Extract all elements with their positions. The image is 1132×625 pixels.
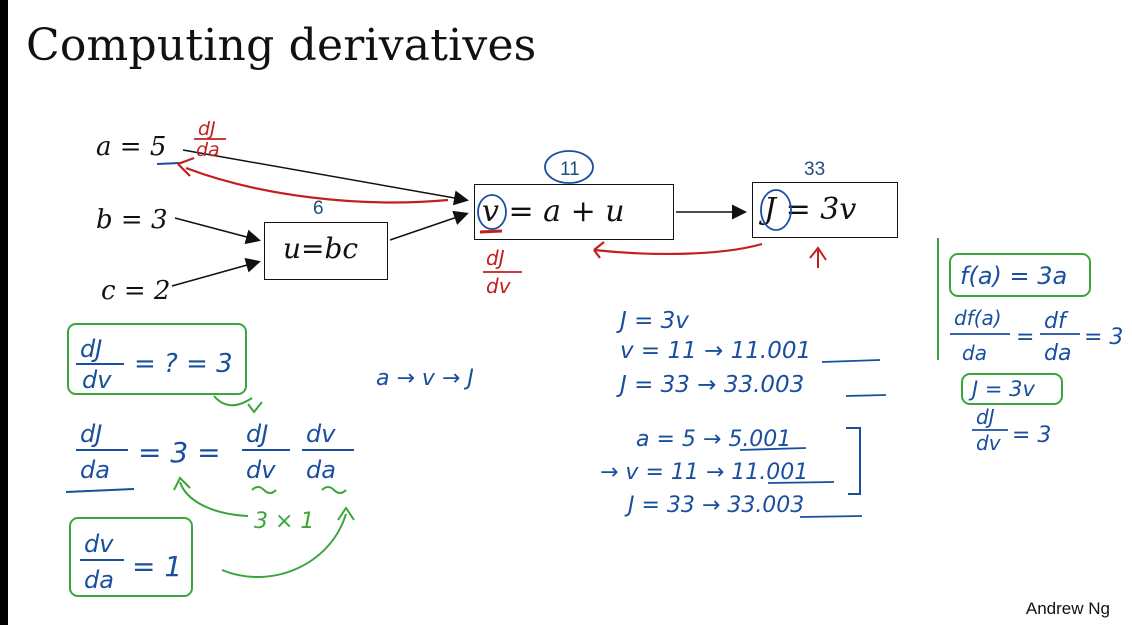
red-arrowhead-a [177,156,195,177]
red-frac-dJ-top: dJ [198,118,216,140]
right-fa: f(a) = 3a [960,262,1067,290]
right-da-bottom: da [962,341,987,365]
bracket-right [846,427,861,495]
mid2-line-3: J = 33 → 33.003 [624,493,804,518]
node-u-box [264,222,388,280]
chain-a-v-J: a → v → J [376,366,474,391]
graph-edges [171,149,747,287]
frac4-da-bottom: da [306,456,336,484]
mid-line-3: J = 33 → 33.003 [616,372,804,398]
edge-a-to-v [182,149,469,206]
circle-v-symbol [477,194,507,230]
underline-dJda [65,488,135,493]
frac2-da-bottom: da [80,456,110,484]
green-tilde-1 [251,486,277,494]
right-da2-bottom: da [1044,341,1071,366]
green-box-dvda [69,517,193,597]
red-backprop-a [185,166,449,204]
mid-line-2: v = 11 → 11.001 [620,338,811,364]
green-tilde-2 [321,486,347,494]
frac4-dv-top: dv [306,420,336,448]
frac3-dv-bottom: dv [246,456,276,484]
green-arrowhead-down [247,401,263,414]
frac-dv-bottom: dv [82,366,112,394]
underline-mid-3 [845,394,887,397]
value-v: 11 [560,159,580,180]
node-v-box [474,184,674,240]
underline-mid2-2 [767,481,835,484]
green-arrowhead-left [173,476,191,491]
mid-line-1: J = 3v [616,308,689,334]
right-eq: = [1016,325,1034,350]
right-eq3: = 3 [1084,325,1123,350]
mid2-line-2: → v = 11 → 11.001 [600,460,808,485]
three-times-one: 3 × 1 [254,509,314,534]
red-frac-dv-bottom: dv [486,274,512,298]
red-frac-dJ2-top: dJ [486,246,505,270]
right-J3v: J = 3v [968,377,1036,401]
left-edge-bar [0,0,8,625]
right-eq3b: = 3 [1012,423,1051,448]
right-dJ-top: dJ [976,405,995,429]
slide-title: Computing derivatives [26,20,537,71]
value-j: 33 [804,159,826,180]
green-arrowhead-right [337,506,355,521]
edge-u-to-v [389,210,469,241]
frac2-dJ-top: dJ [80,420,102,448]
red-arrowhead-v [593,241,605,259]
circle-value-v [544,150,594,184]
green-box-J3v [961,373,1063,405]
green-curve-left [179,481,249,517]
footer-author: Andrew Ng [1025,599,1110,618]
right-dfa-top: df(a) [954,306,1002,330]
mid2-line-1: a = 5 → 5.001 [636,427,791,452]
red-backprop-v [593,242,763,256]
value-u: 6 [313,198,324,219]
green-box-dJdv [67,323,247,395]
frac-dJ-top: dJ [80,335,102,363]
right-dv-bottom: dv [976,431,1002,455]
green-link-down [213,395,253,407]
frac5-dv-top: dv [84,530,114,558]
edge-b-to-u [174,217,261,245]
dvda-equals-one: = 1 [132,550,182,583]
underline-mid-2 [821,359,881,363]
right-df-top: df [1044,309,1069,334]
input-b: b = 3 [96,205,168,235]
red-frac-da-bottom: da [196,139,220,161]
green-box-fa [949,253,1091,297]
node-j-box [752,182,898,238]
red-underline-v [479,229,503,234]
circle-j-symbol [760,189,792,231]
dJdv-result: = ? = 3 [134,349,233,379]
underline-mid2-1 [739,447,807,451]
red-up-arrow-j [809,246,827,268]
dJda-equals-three: = 3 = [138,436,221,469]
input-c: c = 2 [101,276,171,306]
edge-c-to-u [171,258,261,287]
input-a: a = 5 [96,132,167,162]
frac3-dJ-top: dJ [246,420,268,448]
green-curve-right [221,513,347,578]
node-u-label: u=bc [283,232,359,265]
node-j-label: J = 3v [764,192,857,227]
underline-five [156,162,181,165]
frac5-da-bottom: da [84,566,114,594]
underline-mid2-3 [799,515,863,518]
